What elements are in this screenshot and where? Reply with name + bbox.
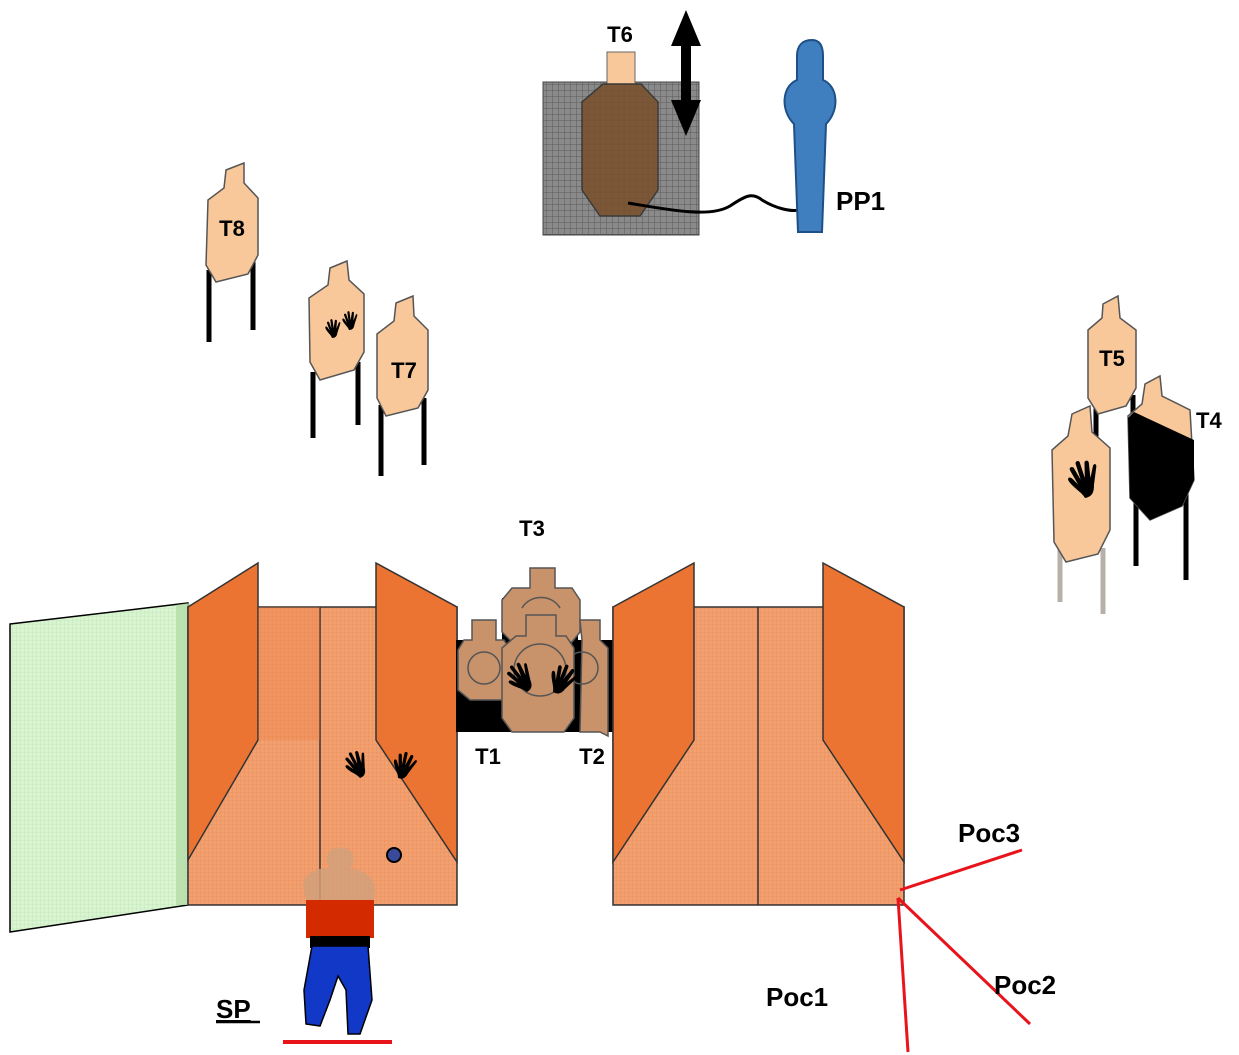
poc2-label: Poc2 bbox=[994, 970, 1056, 1000]
t6-head bbox=[606, 51, 636, 85]
target-t6-group: T6 bbox=[542, 10, 701, 236]
t3-label: T3 bbox=[519, 516, 545, 541]
center-target-cluster: T3 T1 T2 bbox=[456, 516, 614, 769]
t7-label: T7 bbox=[391, 358, 417, 383]
arrow-updown-icon bbox=[671, 10, 701, 136]
target-t7: T7 bbox=[376, 294, 429, 476]
t4-label: T4 bbox=[1196, 408, 1222, 433]
open-door-panel bbox=[9, 602, 189, 933]
popper-pp1: PP1 bbox=[627, 38, 885, 233]
target-t4: T4 bbox=[1127, 374, 1222, 580]
pp1-label: PP1 bbox=[836, 186, 885, 216]
t6-label: T6 bbox=[607, 22, 633, 47]
poc3-label: Poc3 bbox=[958, 818, 1020, 848]
t8-label: T8 bbox=[219, 216, 245, 241]
target-t8: T8 bbox=[205, 161, 259, 342]
fault-lines bbox=[283, 848, 1032, 1053]
no-shoot-target-left bbox=[308, 259, 365, 438]
t6-body bbox=[581, 83, 659, 217]
shooter-figure bbox=[303, 847, 375, 1035]
t5-label: T5 bbox=[1099, 346, 1125, 371]
pp1-cable bbox=[627, 194, 801, 214]
left-wall-group bbox=[9, 561, 458, 933]
no-shoot-target-right bbox=[1051, 404, 1111, 614]
t2-label: T2 bbox=[579, 744, 605, 769]
pp1-body bbox=[783, 38, 837, 233]
t1-label: T1 bbox=[475, 744, 501, 769]
right-wall-group bbox=[612, 561, 905, 906]
sp-label: SP bbox=[216, 994, 251, 1024]
start-marker-dot bbox=[386, 847, 402, 863]
poc1-label: Poc1 bbox=[766, 982, 828, 1012]
